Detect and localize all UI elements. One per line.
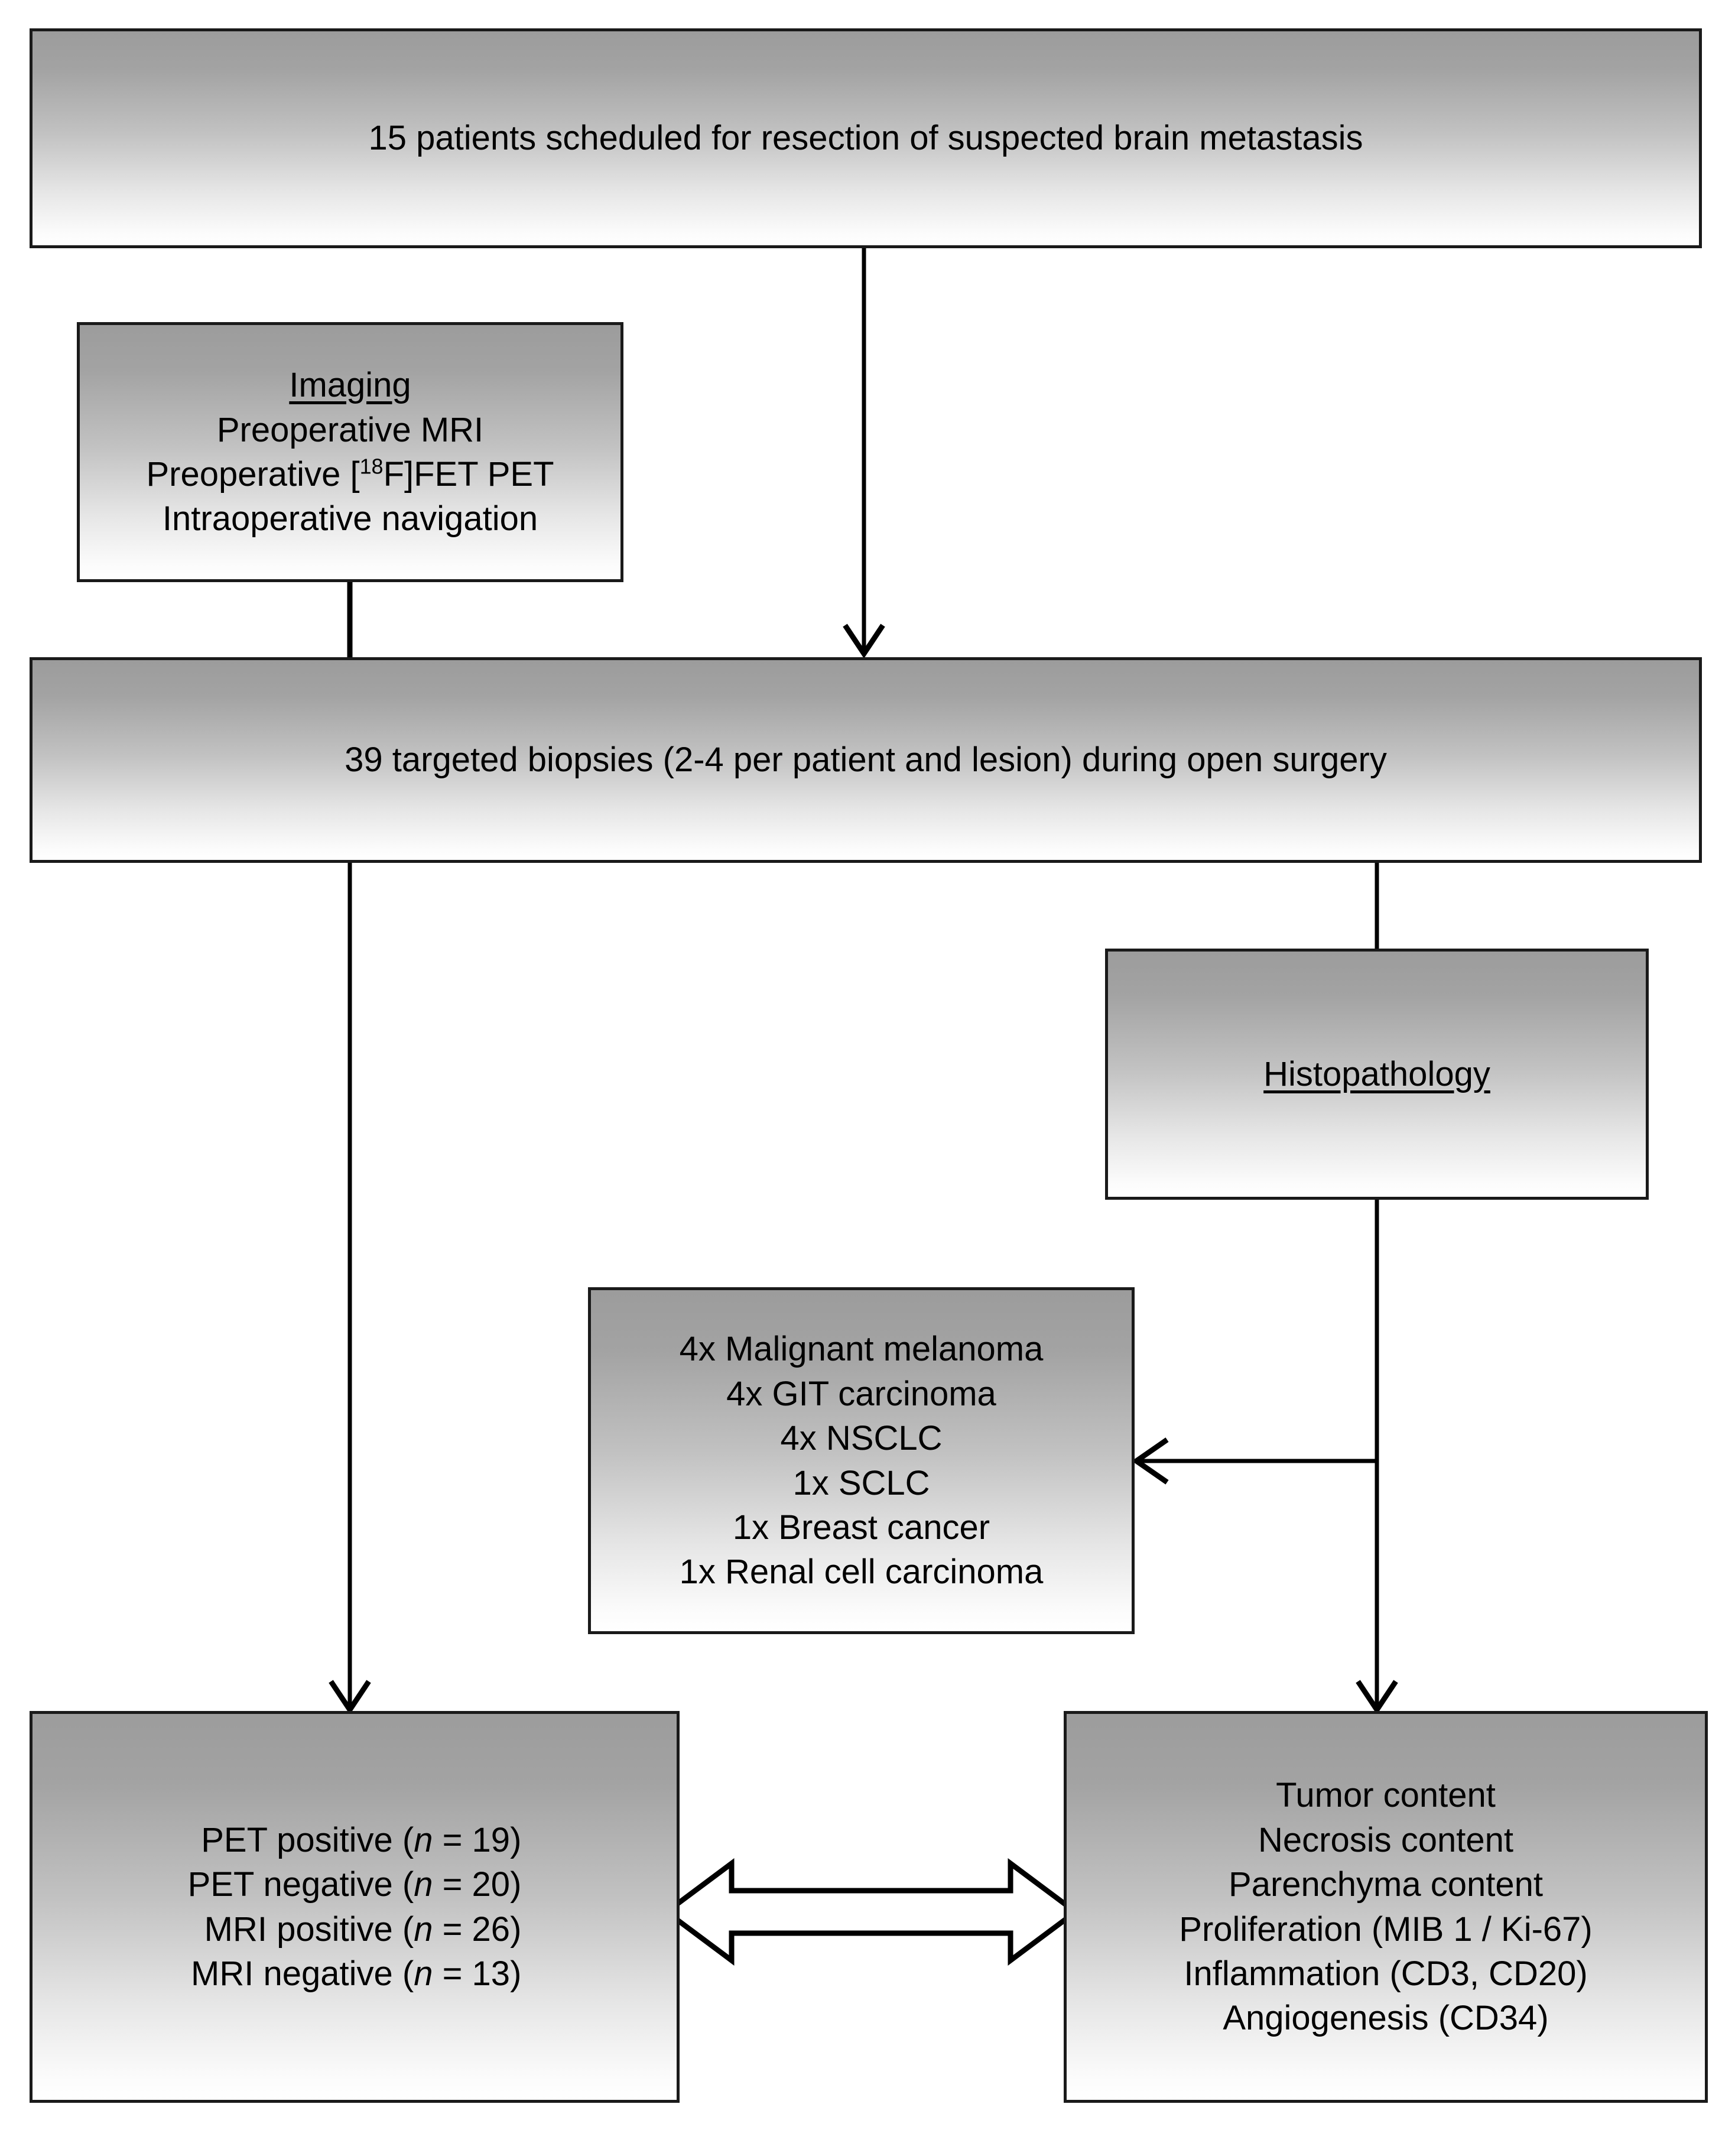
histology-result-item: Tumor content bbox=[1276, 1776, 1496, 1815]
imaging-result-n-symbol: n bbox=[414, 1954, 433, 1993]
fet-pet-isotope: 18 bbox=[359, 454, 384, 479]
cohort-text: 15 patients scheduled for resection of s… bbox=[368, 119, 1363, 158]
tumor-type-item: 4x GIT carcinoma bbox=[726, 1374, 996, 1413]
node-tumor-types: 4x Malignant melanoma 4x GIT carcinoma 4… bbox=[588, 1287, 1135, 1634]
fet-pet-suffix: F]FET PET bbox=[383, 455, 554, 493]
imaging-result-value: = 13) bbox=[433, 1954, 522, 1993]
imaging-result-row: MRI negative (n = 13) bbox=[191, 1952, 521, 1996]
imaging-result-label: PET positive ( bbox=[201, 1820, 414, 1859]
node-patient-cohort: 15 patients scheduled for resection of s… bbox=[30, 28, 1702, 248]
edge-cohort-to-biopsies bbox=[843, 248, 885, 659]
imaging-result-label: MRI negative ( bbox=[191, 1954, 414, 1993]
imaging-result-label: PET negative ( bbox=[187, 1865, 414, 1904]
histology-result-item: Angiogenesis (CD34) bbox=[1223, 1999, 1549, 2038]
imaging-result-row: MRI positive (n = 26) bbox=[204, 1907, 522, 1952]
imaging-line-fet-pet: Preoperative [18F]FET PET bbox=[146, 452, 554, 496]
histology-result-item: Proliferation (MIB 1 / Ki-67) bbox=[1179, 1910, 1593, 1949]
edge-histopathology-to-tumor-types bbox=[1132, 1437, 1377, 1485]
edge-histopathology-to-histology-results bbox=[1356, 1200, 1398, 1715]
node-histopathology: Histopathology bbox=[1105, 949, 1649, 1200]
imaging-result-n-symbol: n bbox=[414, 1820, 433, 1859]
imaging-result-row: PET positive (n = 19) bbox=[201, 1818, 521, 1862]
fet-pet-prefix: Preoperative [ bbox=[146, 455, 360, 493]
imaging-results-stack: PET positive (n = 19) PET negative (n = … bbox=[188, 1818, 522, 1996]
histology-result-item: Inflammation (CD3, CD20) bbox=[1184, 1954, 1588, 1993]
edge-biopsies-to-imaging-results bbox=[329, 863, 371, 1715]
imaging-result-label: MRI positive ( bbox=[204, 1910, 414, 1949]
node-histology-results: Tumor content Necrosis content Parenchym… bbox=[1064, 1711, 1708, 2103]
node-imaging-results: PET positive (n = 19) PET negative (n = … bbox=[30, 1711, 680, 2103]
histology-result-item: Parenchyma content bbox=[1229, 1865, 1543, 1904]
imaging-result-n-symbol: n bbox=[414, 1865, 433, 1904]
tumor-type-item: 1x Renal cell carcinoma bbox=[679, 1553, 1044, 1592]
tumor-type-item: 4x NSCLC bbox=[780, 1419, 943, 1458]
imaging-line-navigation: Intraoperative navigation bbox=[162, 499, 538, 538]
imaging-line-mri: Preoperative MRI bbox=[216, 410, 484, 449]
imaging-result-row: PET negative (n = 20) bbox=[188, 1862, 522, 1907]
imaging-result-value: = 19) bbox=[433, 1820, 522, 1859]
histopathology-heading: Histopathology bbox=[1263, 1054, 1490, 1093]
biopsies-text: 39 targeted biopsies (2-4 per patient an… bbox=[345, 741, 1387, 780]
imaging-result-value: = 20) bbox=[433, 1865, 522, 1904]
imaging-result-n-symbol: n bbox=[414, 1910, 433, 1949]
edge-imaging-results-to-histology-results bbox=[662, 1858, 1080, 1966]
imaging-result-value: = 26) bbox=[433, 1910, 522, 1949]
tumor-type-item: 4x Malignant melanoma bbox=[679, 1330, 1044, 1369]
imaging-heading: Imaging bbox=[289, 366, 411, 405]
histology-result-item: Necrosis content bbox=[1258, 1820, 1513, 1859]
tumor-type-item: 1x SCLC bbox=[792, 1463, 930, 1502]
node-imaging: Imaging Preoperative MRI Preoperative [1… bbox=[77, 322, 623, 582]
node-targeted-biopsies: 39 targeted biopsies (2-4 per patient an… bbox=[30, 657, 1702, 863]
tumor-type-item: 1x Breast cancer bbox=[732, 1508, 990, 1547]
